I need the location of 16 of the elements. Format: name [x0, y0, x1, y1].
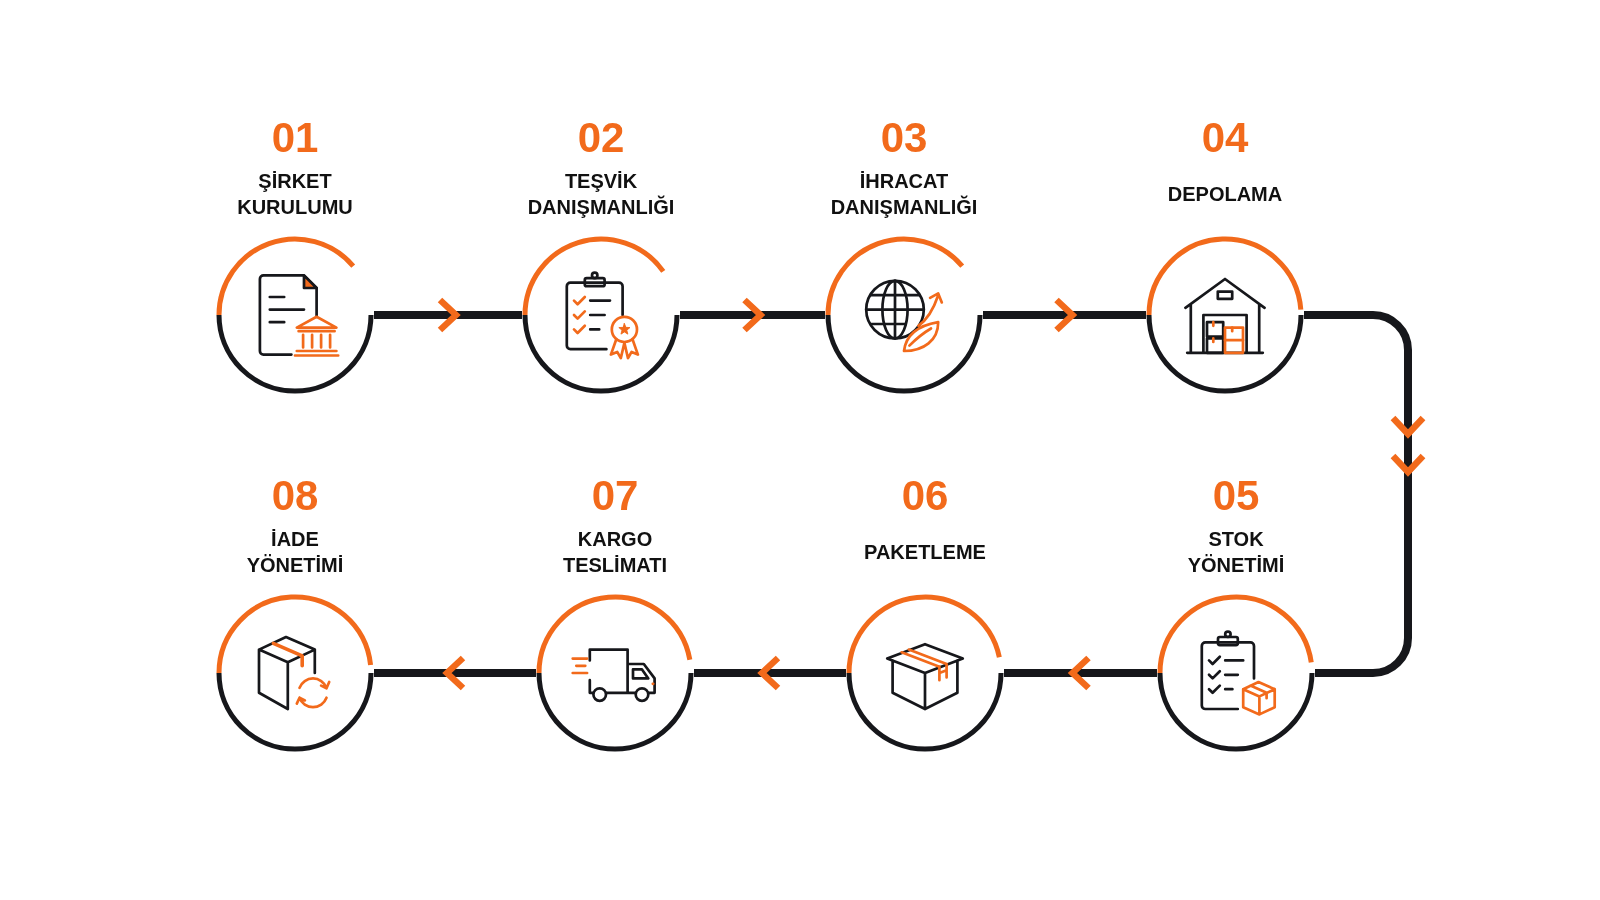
step-number: 02: [577, 116, 625, 160]
step-number: 05: [1212, 474, 1260, 518]
step-number: 01: [271, 116, 319, 160]
step-number: 04: [1201, 116, 1249, 160]
step-number: 08: [271, 474, 319, 518]
step-title: DEPOLAMA: [1167, 182, 1283, 207]
step-number: 06: [901, 474, 949, 518]
step-title: ŞİRKET KURULUMU: [237, 169, 353, 220]
step-number: 03: [880, 116, 928, 160]
step-title: İHRACAT DANIŞMANLIĞI: [830, 169, 978, 220]
step-title: İADE YÖNETİMİ: [246, 527, 344, 578]
step-title: PAKETLEME: [864, 540, 986, 565]
step-number: 07: [591, 474, 639, 518]
step-title: KARGO TESLİMATI: [562, 527, 668, 578]
step-title: STOK YÖNETİMİ: [1187, 527, 1285, 578]
step-title: TEŞVİK DANIŞMANLIĞI: [527, 169, 675, 220]
